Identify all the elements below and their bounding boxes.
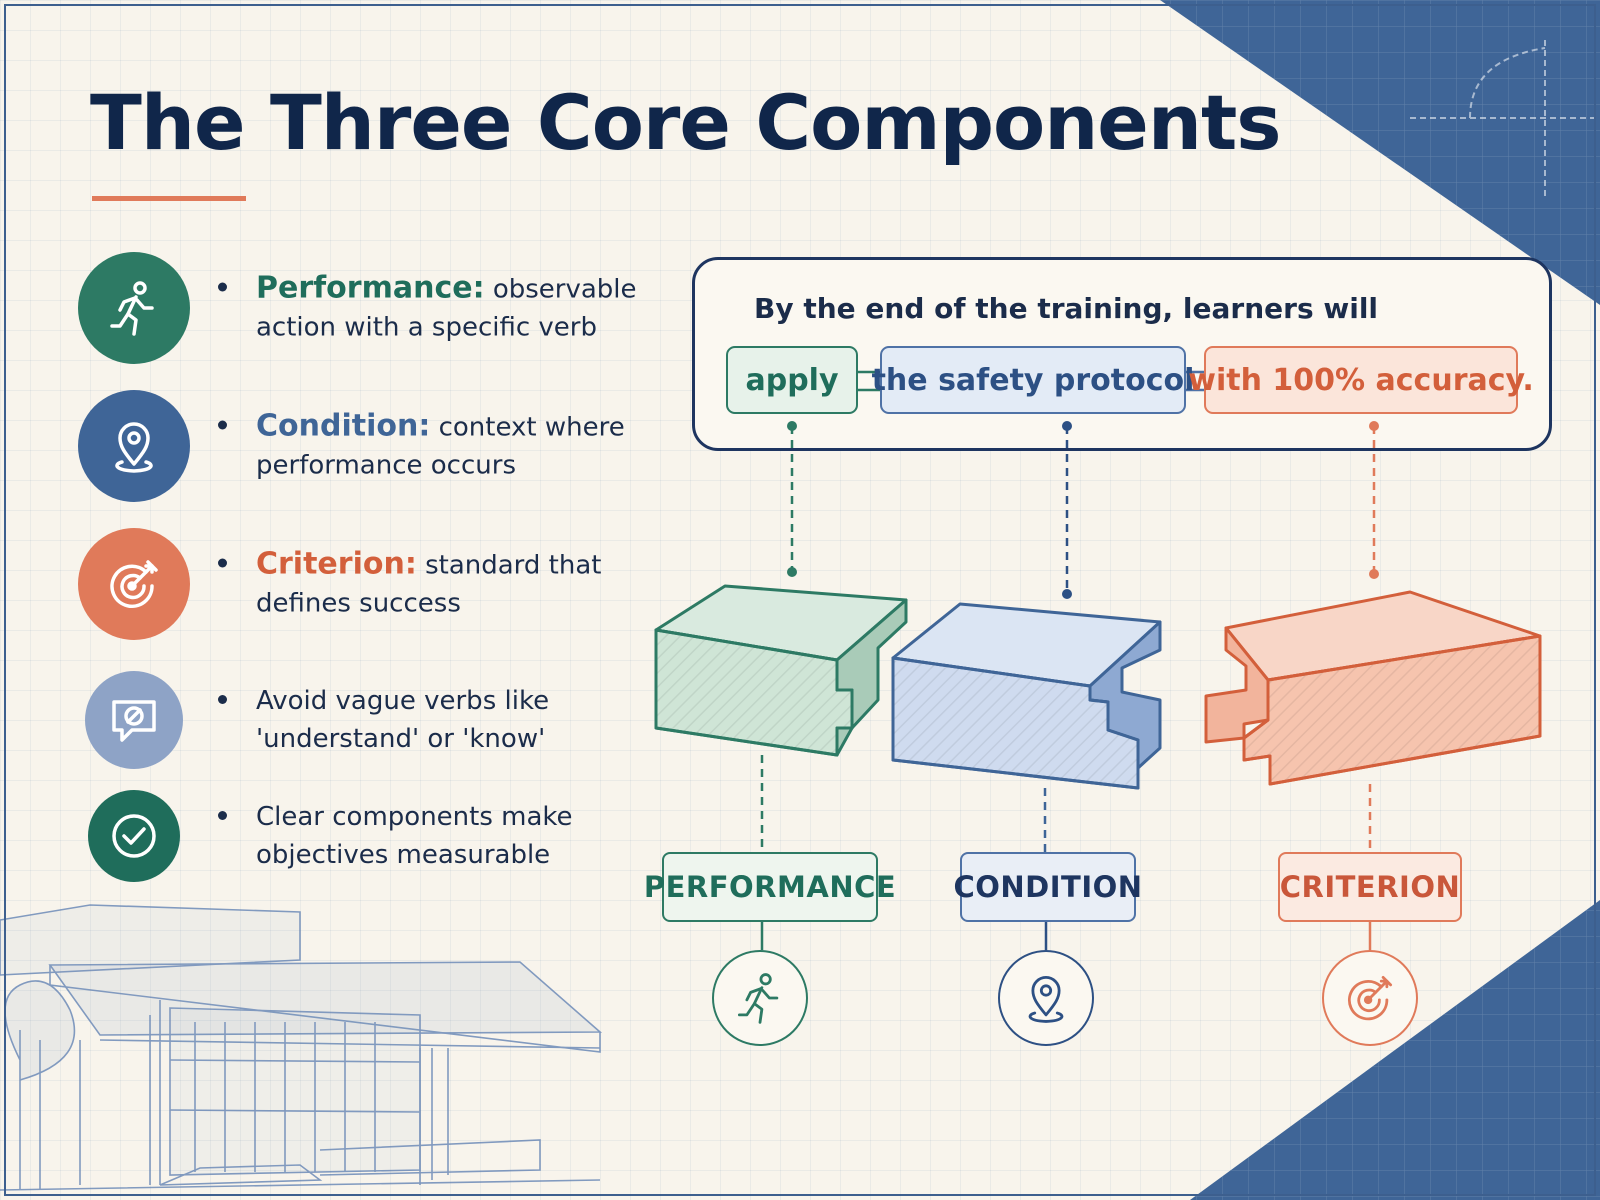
chip-link-perf-cond [858, 370, 880, 392]
performance-block [654, 584, 908, 757]
chip-link-cond-crit [1186, 370, 1204, 392]
side-item-avoid-vague: Avoid vague verbs like 'understand' or '… [78, 664, 638, 776]
desc-performance: observable action with a specific verb [256, 274, 637, 343]
location-pin-icon [78, 390, 190, 502]
connector-criterion [1369, 421, 1379, 579]
desc-avoid-vague: Avoid vague verbs like 'understand' or '… [256, 686, 550, 754]
label-performance: PERFORMANCE [644, 852, 896, 922]
side-text-criterion: Criterion: standard that defines success [218, 546, 638, 623]
sentence-lead: By the end of the training, learners wil… [754, 292, 1379, 325]
desc-condition: context where performance occurs [256, 412, 625, 481]
bullet-dot [218, 811, 227, 820]
page-title: The Three Core Components [90, 78, 1282, 167]
checkmark-icon [88, 790, 180, 882]
target-arrow-icon [78, 528, 190, 640]
chip-condition: the safety protocol [872, 346, 1194, 414]
desc-clear-components: Clear components make objectives measura… [256, 802, 573, 870]
chip-criterion: with 100% accuracy. [1188, 346, 1534, 414]
criterion-block [1204, 590, 1542, 786]
location-pin-icon [998, 950, 1094, 1046]
bullet-dot [218, 695, 227, 704]
side-item-condition: Condition: context where performance occ… [78, 390, 638, 502]
side-text-condition: Condition: context where performance occ… [218, 408, 638, 485]
title-underline [92, 196, 246, 201]
side-text-avoid-vague: Avoid vague verbs like 'understand' or '… [218, 682, 638, 758]
condition-block [891, 602, 1162, 790]
building-sketch [0, 904, 603, 1191]
label-condition: CONDITION [953, 852, 1142, 922]
connector-condition [1062, 421, 1072, 599]
desc-criterion: standard that defines success [256, 550, 602, 619]
side-text-performance: Performance: observable action with a sp… [218, 270, 638, 347]
target-arrow-icon [1322, 950, 1418, 1046]
label-criterion: CRITERION [1278, 852, 1462, 922]
side-text-clear-components: Clear components make objectives measura… [218, 798, 638, 874]
connector-performance [787, 421, 797, 577]
side-item-clear-components: Clear components make objectives measura… [78, 780, 638, 892]
term-performance: Performance: [256, 270, 485, 306]
bullet-dot [218, 420, 227, 430]
running-person-icon [712, 950, 808, 1046]
side-item-performance: Performance: observable action with a sp… [78, 252, 638, 364]
term-condition: Condition: [256, 408, 431, 444]
term-criterion: Criterion: [256, 546, 417, 582]
running-person-icon [78, 252, 190, 364]
side-item-criterion: Criterion: standard that defines success [78, 528, 638, 640]
prohibited-speech-icon [85, 671, 183, 769]
bullet-dot [218, 282, 227, 292]
chip-performance: apply [726, 346, 858, 414]
bullet-dot [218, 558, 227, 568]
